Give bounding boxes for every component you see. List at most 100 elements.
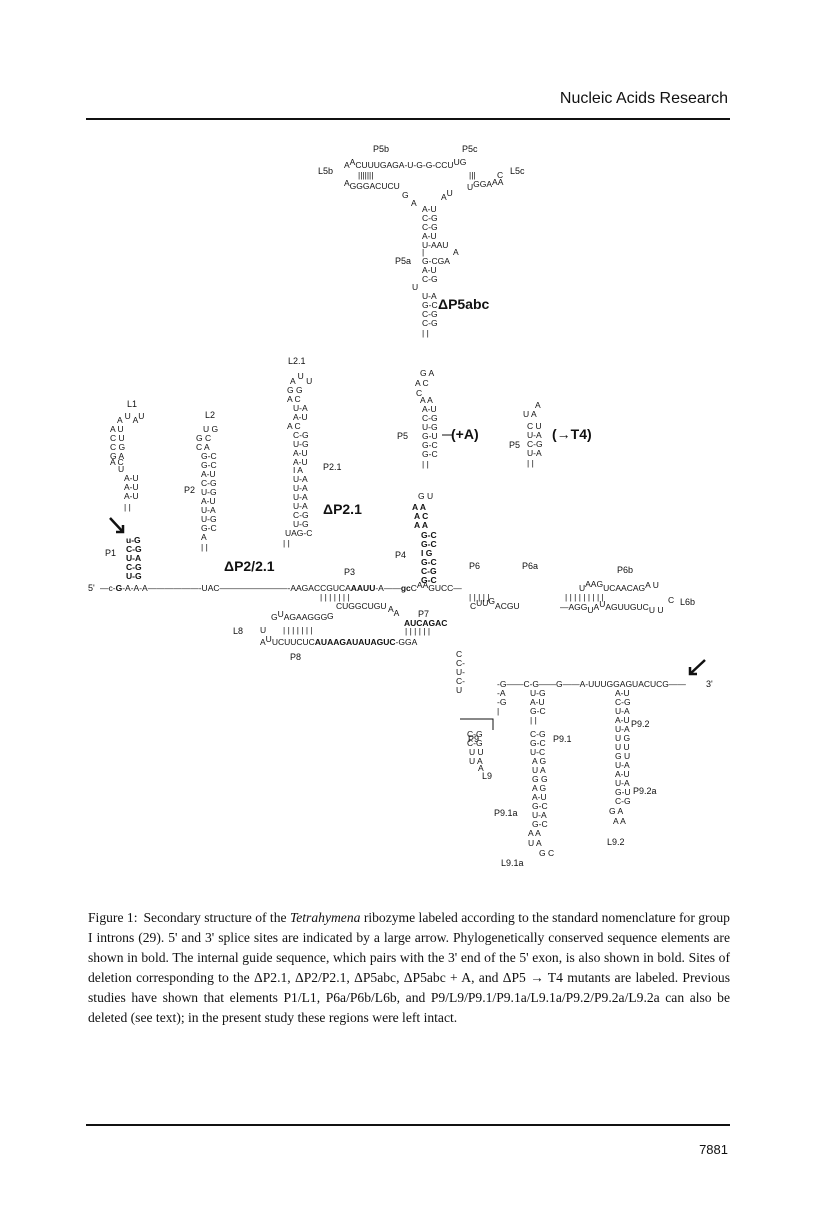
svg-text:C-G: C-G	[422, 413, 438, 423]
label-p9: P9	[468, 734, 479, 744]
svg-text:C-G: C-G	[421, 566, 437, 576]
label-p2: P2	[184, 485, 195, 495]
svg-text:U A: U A	[528, 838, 542, 848]
seq-l8-u: U	[260, 625, 266, 635]
svg-text:A: A	[478, 763, 484, 773]
svg-text:G-C: G-C	[422, 300, 438, 310]
svg-text:G-C: G-C	[532, 801, 548, 811]
svg-text:A U AU: A U AU	[117, 411, 144, 425]
label-p3: P3	[344, 567, 355, 577]
svg-text:U-A: U-A	[532, 810, 547, 820]
svg-text:U-A: U-A	[293, 403, 308, 413]
svg-text:G G: G G	[532, 774, 548, 784]
svg-text:I G: I G	[421, 548, 433, 558]
j8-7-strand: C C- U- C- U	[456, 649, 465, 695]
svg-text:G-C: G-C	[421, 530, 437, 540]
header-rule	[86, 118, 730, 120]
svg-text:C-: C-	[456, 658, 465, 668]
svg-text:U G: U G	[615, 733, 630, 743]
svg-text:G C: G C	[539, 848, 554, 858]
svg-text:C G: C G	[110, 442, 125, 452]
svg-text:G-C: G-C	[201, 460, 217, 470]
svg-text:| |: | |	[201, 542, 208, 552]
label-l8: L8	[233, 626, 243, 636]
svg-text:A A: A A	[420, 395, 433, 405]
svg-text:C-G: C-G	[422, 222, 438, 232]
svg-text:|: |	[422, 247, 424, 257]
svg-text:| |: | |	[530, 715, 537, 725]
p3-pairs: | | | | | | |	[320, 592, 350, 602]
svg-text:A-U: A-U	[422, 265, 437, 275]
svg-text:G-C: G-C	[422, 449, 438, 459]
label-p5b: P5b	[373, 144, 389, 154]
svg-text:U-A: U-A	[293, 501, 308, 511]
svg-text:G-CGA: G-CGA	[422, 256, 450, 266]
svg-text:G-C: G-C	[422, 440, 438, 450]
svg-text:A: A	[201, 532, 207, 542]
p2-stem: U G G C C A G-C G-C A-U C-G U-G A-U U-A …	[196, 424, 218, 552]
svg-text:U-A: U-A	[422, 291, 437, 301]
svg-text:A-U: A-U	[422, 231, 437, 241]
p8-pairs: | | | | | | |	[283, 625, 313, 635]
seq-5prime-strand: —c-G-A-A-A——————-UAC————————-AAGACCGUCAA…	[100, 580, 462, 593]
seq-p7-top: AUCAGAC	[404, 618, 447, 628]
seq-p5b-top: AACUUUGAGA-U-G-G-CCUUG	[344, 157, 466, 170]
svg-text:U-AAU: U-AAU	[422, 240, 448, 250]
label-p5-left: P5	[397, 431, 408, 441]
seq-l5c-c: C	[497, 170, 503, 180]
svg-text:A-U: A-U	[615, 715, 630, 725]
label-plus-a: (+A)	[451, 426, 479, 442]
p6b-pairs: | | | | | | | | |	[565, 592, 604, 602]
seq-p3-bottom: CUGGCUGU	[336, 601, 387, 611]
seq-p8-bottom: AUUCUUCUCAUAAGAUAUAGUC-GGA	[260, 634, 418, 647]
seq-j7-aa: AA	[388, 604, 400, 618]
svg-text:C U: C U	[527, 421, 542, 431]
svg-text:C-G: C-G	[293, 430, 309, 440]
svg-text:G U: G U	[418, 491, 433, 501]
svg-text:C A: C A	[196, 442, 210, 452]
seq-p5c-bottom: UGGAAA	[467, 177, 504, 192]
svg-text:U-: U-	[456, 667, 465, 677]
svg-text:-A: -A	[497, 688, 506, 698]
svg-text:A A: A A	[412, 502, 426, 512]
label-p6b: P6b	[617, 565, 633, 575]
label-p7: P7	[418, 609, 429, 619]
seq-j7-g: G	[327, 611, 334, 621]
seq-junction-au: AU	[441, 188, 453, 202]
svg-text:A-U: A-U	[124, 491, 139, 501]
svg-text:A-U: A-U	[293, 457, 308, 467]
p5b-pairs: |||||||	[358, 170, 373, 180]
svg-text:G-C: G-C	[421, 575, 437, 585]
svg-text:U-G: U-G	[201, 487, 217, 497]
svg-text:I A: I A	[293, 465, 303, 475]
label-l2-1: L2.1	[288, 356, 306, 366]
label-p6: P6	[469, 561, 480, 571]
seq-p6b-top: UAAGUCAACAGA U	[579, 579, 659, 593]
svg-text:U-A: U-A	[527, 448, 542, 458]
seq-p6b-bottom: —AGGUAUAGUUGUCU U	[560, 599, 663, 615]
label-delta-p2-1: ΔP2.1	[323, 501, 362, 517]
svg-text:G-C: G-C	[201, 451, 217, 461]
p9-stems: -A -G | U-G A-U G-C | | C-G G-C U-C A G …	[467, 688, 631, 858]
svg-text:U A: U A	[532, 765, 546, 775]
svg-text:U-A: U-A	[615, 760, 630, 770]
p5a-stem: A-U C-G C-G A-U U-AAU | A G-CGA A-U C-G …	[412, 204, 459, 338]
svg-text:A-U: A-U	[422, 204, 437, 214]
svg-text:U-A: U-A	[293, 492, 308, 502]
p7-pairs: | | | | | |	[405, 626, 430, 636]
label-five-prime: 5'	[88, 583, 95, 593]
svg-text:C-G: C-G	[422, 213, 438, 223]
p5-plus-a-hairpin: G A A C C A A A-U C-G U-G G-U G-C G-C | …	[415, 368, 438, 469]
svg-text:A-U: A-U	[293, 412, 308, 422]
svg-text:A-U: A-U	[532, 792, 547, 802]
svg-text:C-G: C-G	[527, 439, 543, 449]
svg-text:U-G: U-G	[530, 688, 546, 698]
label-delta-p2-p2-1: ΔP2/2.1	[224, 558, 275, 574]
label-p5a: P5a	[395, 256, 411, 266]
label-p9-2: P9.2	[631, 719, 650, 729]
svg-text:G-C: G-C	[532, 819, 548, 829]
seq-p5b-bottom: AGGGACUCU	[344, 178, 400, 191]
p6-pairs: | | | | |	[469, 592, 490, 602]
svg-text:| |: | |	[422, 459, 429, 469]
three-prime-splice-arrow-icon	[688, 659, 706, 676]
